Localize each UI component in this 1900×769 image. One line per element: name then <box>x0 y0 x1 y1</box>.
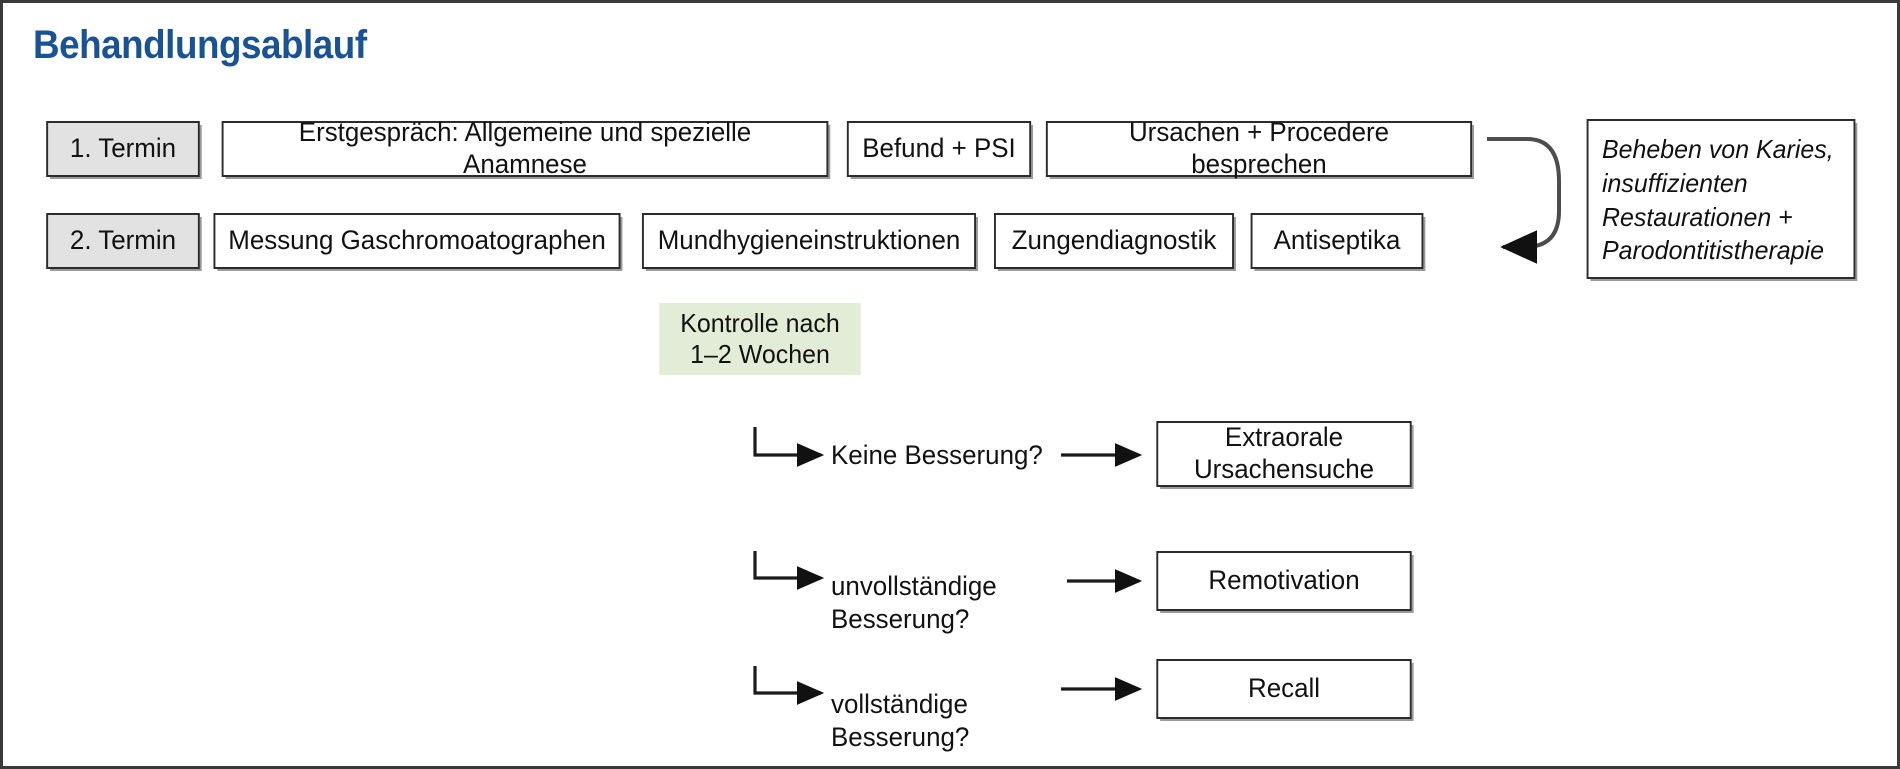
step-box-mundhygiene: Mundhygieneinstruktionen <box>641 213 977 269</box>
branch-result-1-line-1: Extraorale <box>1224 422 1344 453</box>
side-note-box: Beheben von Karies, insuffizienten Resta… <box>1586 119 1856 279</box>
branch-condition-3: vollständige Besserung? <box>831 655 969 754</box>
step-box-antiseptika: Antiseptika <box>1250 213 1424 269</box>
step-box-zungendiagnostik: Zungendiagnostik <box>994 213 1234 269</box>
appointment-label-2: 2. Termin <box>46 213 200 269</box>
branch-condition-2-line-2: Besserung? <box>831 603 970 634</box>
side-note-line-1: Beheben von Karies, <box>1601 134 1834 164</box>
loop-arrow-row1-to-row2 <box>1487 137 1561 264</box>
branch-result-box-1: Extraorale Ursachensuche <box>1156 421 1412 487</box>
branch-condition-2: unvollständige Besserung? <box>831 537 997 636</box>
branch-elbow-1 <box>753 427 825 467</box>
branch-condition-3-line-1: vollständige <box>831 688 968 719</box>
branch-result-1-line-2: Ursachensuche <box>1193 454 1375 484</box>
branch-elbow-2 <box>753 551 825 590</box>
control-interval-box: Kontrolle nach 1–2 Wochen <box>659 303 861 375</box>
branch-condition-2-line-1: unvollständige <box>831 570 997 601</box>
branch-condition-1: Keine Besserung? <box>831 440 1043 470</box>
page-title: Behandlungsablauf <box>33 23 367 67</box>
step-box-befund-psi: Befund + PSI <box>846 121 1032 177</box>
branch-condition-3-line-2: Besserung? <box>831 721 970 752</box>
step-box-anamnese: Erstgespräch: Allgemeine und spezielle A… <box>221 117 829 179</box>
step-box-gaschromatograph: Messung Gaschromoatographen <box>213 213 621 269</box>
branch-result-box-2: Remotivation <box>1156 551 1412 611</box>
branch-result-box-3: Recall <box>1156 659 1412 719</box>
step-box-ursachen-procedere: Ursachen + Procedere besprechen <box>1045 117 1473 179</box>
branch-elbow-3 <box>753 666 825 705</box>
control-line-2: 1–2 Wochen <box>690 339 830 369</box>
control-line-1: Kontrolle nach <box>680 308 840 339</box>
side-note-line-2: insuffizienten <box>1601 167 1748 198</box>
side-note-line-4: Parodontitistherapie <box>1601 235 1824 266</box>
side-note-line-3: Restaurationen + <box>1601 201 1793 232</box>
appointment-label-1: 1. Termin <box>46 121 200 177</box>
